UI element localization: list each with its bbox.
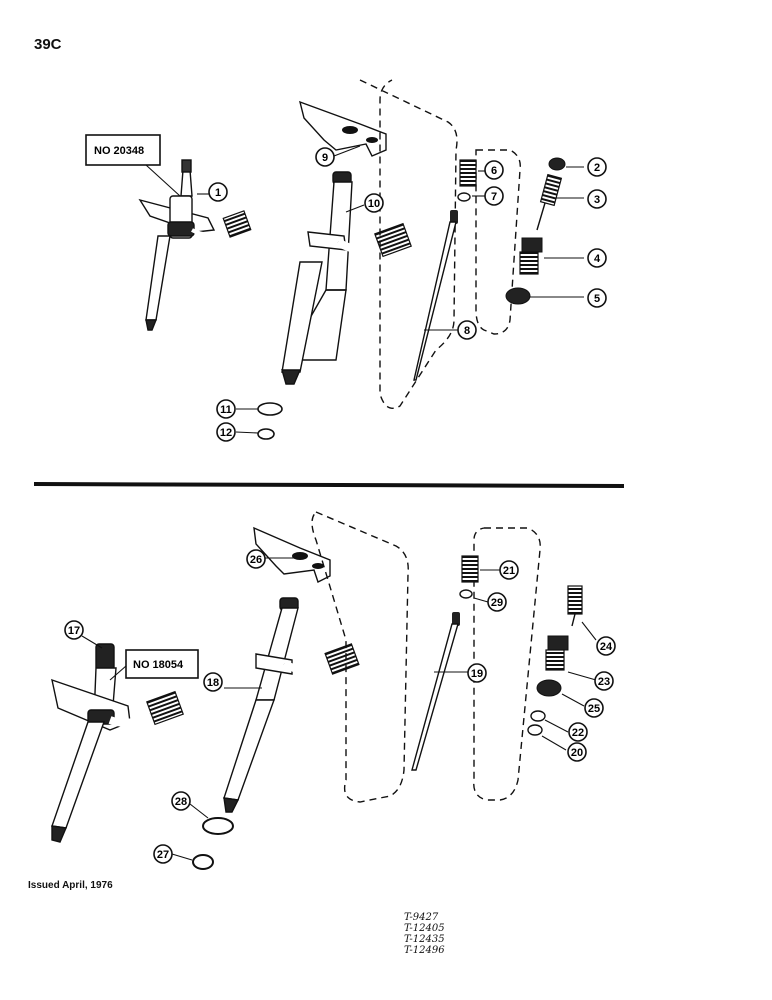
callout-3: 3 xyxy=(587,189,607,209)
section-divider xyxy=(33,482,625,488)
callout-23: 23 xyxy=(594,671,614,691)
callout-29: 29 xyxy=(487,592,507,612)
callout-25: 25 xyxy=(584,698,604,718)
callout-27: 27 xyxy=(153,844,173,864)
svg-text:24: 24 xyxy=(600,641,613,653)
svg-text:4: 4 xyxy=(594,253,601,265)
tag-label-bottom: NO 18054 xyxy=(133,659,184,671)
callout-9: 9 xyxy=(315,147,335,167)
washer-28 xyxy=(202,817,234,835)
callout-26: 26 xyxy=(246,549,266,569)
adjusting-screw-3 xyxy=(536,173,563,231)
group-outline-bottom-left xyxy=(311,511,409,803)
callout-20: 20 xyxy=(567,742,587,762)
svg-text:8: 8 xyxy=(464,325,470,337)
spring-cap-23 xyxy=(545,635,569,671)
callout-22: 22 xyxy=(568,722,588,742)
needle-8 xyxy=(413,210,458,381)
washer-22 xyxy=(530,710,546,722)
callout-24: 24 xyxy=(596,636,616,656)
reference-code: T-9427 xyxy=(404,912,439,923)
callout-19: 19 xyxy=(467,663,487,683)
svg-text:22: 22 xyxy=(572,727,584,739)
svg-text:5: 5 xyxy=(594,293,600,305)
washer-27 xyxy=(192,854,214,870)
issued-date: Issued April, 1976 xyxy=(28,880,113,891)
svg-text:19: 19 xyxy=(471,668,483,680)
svg-text:3: 3 xyxy=(594,194,600,206)
svg-text:29: 29 xyxy=(491,597,503,609)
bottom-injector-assembly-small xyxy=(51,643,184,843)
svg-text:21: 21 xyxy=(503,565,515,577)
svg-text:10: 10 xyxy=(368,198,380,210)
bracket-26 xyxy=(253,526,331,583)
cap-nut-2 xyxy=(548,157,566,171)
washer-20 xyxy=(527,724,543,736)
svg-text:9: 9 xyxy=(322,152,328,164)
svg-text:17: 17 xyxy=(68,625,80,637)
reference-code: T-12435 xyxy=(404,934,445,945)
top-injector-assembly-small xyxy=(138,159,252,331)
svg-text:26: 26 xyxy=(250,554,262,566)
callout-7: 7 xyxy=(484,186,504,206)
injector-body-18 xyxy=(223,597,360,813)
callout-11: 11 xyxy=(216,399,236,419)
callout-2: 2 xyxy=(587,157,607,177)
callout-17: 17 xyxy=(64,620,84,640)
svg-text:20: 20 xyxy=(571,747,583,759)
svg-text:25: 25 xyxy=(588,703,600,715)
reference-code: T-12405 xyxy=(404,923,445,934)
washer-7 xyxy=(457,192,471,202)
tag-label: NO 20348 xyxy=(94,145,144,157)
spring-21 xyxy=(461,555,479,583)
callout-5: 5 xyxy=(587,288,607,308)
callout-18: 18 xyxy=(203,672,223,692)
locknut-25 xyxy=(536,679,562,697)
tag-box-bottom xyxy=(125,649,199,679)
washer-29 xyxy=(459,589,473,599)
injector-body-10 xyxy=(281,171,412,385)
group-outline-top-right xyxy=(475,149,521,335)
spring-cap-4 xyxy=(519,237,543,275)
callout-6: 6 xyxy=(484,160,504,180)
washer-11 xyxy=(257,402,283,416)
svg-text:6: 6 xyxy=(491,165,497,177)
svg-text:1: 1 xyxy=(215,187,221,199)
adjusting-screw-24 xyxy=(567,585,583,627)
svg-text:12: 12 xyxy=(220,427,232,439)
locknut-5 xyxy=(505,287,531,305)
reference-codes: T-9427 T-12405 T-12435 T-12496 xyxy=(404,912,445,956)
callout-10: 10 xyxy=(364,193,384,213)
spring-6 xyxy=(459,159,477,187)
callout-1: 1 xyxy=(208,182,228,202)
svg-text:27: 27 xyxy=(157,849,169,861)
svg-text:23: 23 xyxy=(598,676,610,688)
page-number: 39C xyxy=(34,36,62,53)
svg-text:7: 7 xyxy=(491,191,497,203)
callout-12: 12 xyxy=(216,422,236,442)
tag-box xyxy=(85,134,161,166)
bracket-9 xyxy=(299,100,387,157)
svg-text:11: 11 xyxy=(220,404,232,416)
svg-text:2: 2 xyxy=(594,162,600,174)
callout-28: 28 xyxy=(171,791,191,811)
washer-12 xyxy=(257,428,275,440)
callout-8: 8 xyxy=(457,320,477,340)
svg-text:28: 28 xyxy=(175,796,187,808)
callout-21: 21 xyxy=(499,560,519,580)
reference-code: T-12496 xyxy=(404,945,445,956)
needle-19 xyxy=(411,612,460,771)
svg-text:18: 18 xyxy=(207,677,219,689)
callout-4: 4 xyxy=(587,248,607,268)
group-outline-bottom-right xyxy=(473,527,541,801)
